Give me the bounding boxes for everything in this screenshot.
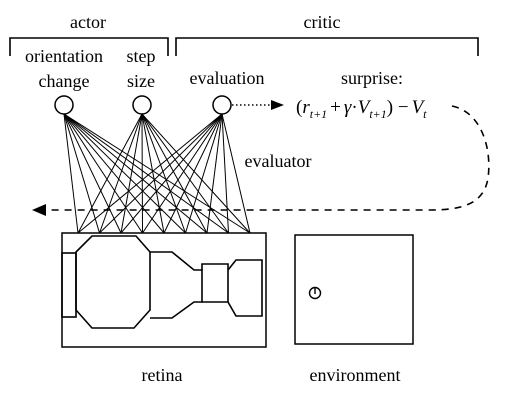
connection-line-evaluation-4	[163, 113, 223, 234]
connection-line-step-7	[141, 113, 229, 234]
connection-line-orientation-8	[63, 113, 251, 234]
surprise-formula: (rt+1+γ·Vt+1) −Vt	[296, 97, 427, 121]
retina-left-segment	[61, 252, 77, 318]
connection-line-evaluation-8	[221, 113, 251, 234]
actor-bracket	[9, 37, 169, 56]
critic-bracket	[175, 37, 479, 56]
connection-line-orientation-5	[63, 113, 186, 234]
connection-line-step-1	[99, 113, 143, 234]
connection-line-evaluation-2	[120, 113, 223, 234]
environment-box	[294, 234, 414, 345]
connection-line-orientation-3	[63, 113, 143, 234]
connection-line-orientation-7	[63, 113, 229, 234]
connection-line-evaluation-6	[206, 113, 223, 234]
connection-line-evaluation-7	[221, 113, 229, 234]
actor-group-label: actor	[70, 12, 106, 32]
retina-image	[61, 235, 263, 329]
connection-line-orientation-4	[63, 113, 165, 234]
retina-large-chamber	[75, 235, 151, 329]
feedback-arrowhead	[32, 204, 46, 216]
connection-line-orientation-0	[63, 113, 79, 234]
step-size-label-line2: size	[127, 71, 155, 91]
environment-label: environment	[310, 365, 401, 385]
connection-line-step-3	[141, 113, 143, 234]
connection-line-step-0	[77, 113, 143, 234]
orientation-label-line1: orientation	[25, 46, 103, 66]
connection-lines	[63, 113, 251, 234]
surprise-label: surprise:	[341, 68, 403, 88]
connection-line-step-2	[120, 113, 143, 234]
retina-right-chamber	[227, 259, 263, 317]
evaluation-label: evaluation	[190, 68, 265, 88]
critic-group-label: critic	[304, 12, 341, 32]
connection-line-evaluation-1	[99, 113, 223, 234]
connection-line-step-6	[141, 113, 208, 234]
connection-line-step-5	[141, 113, 186, 234]
connection-line-orientation-1	[63, 113, 100, 234]
connection-line-step-8	[141, 113, 251, 234]
connection-line-orientation-2	[63, 113, 122, 234]
retina-box	[61, 232, 267, 348]
feedback-dashed-arrow	[46, 105, 490, 211]
retina-label: retina	[142, 365, 183, 385]
connection-line-orientation-6	[63, 113, 208, 234]
connection-line-evaluation-3	[142, 113, 223, 234]
retina-small-chamber	[201, 263, 229, 303]
connection-line-evaluation-5	[185, 113, 223, 234]
connection-line-evaluation-0	[77, 113, 223, 234]
connection-line-step-4	[141, 113, 165, 234]
step-size-unit	[132, 95, 152, 115]
retina-middle-chamber	[150, 251, 203, 319]
step-size-label-line1: step	[127, 46, 156, 66]
evaluator-label: evaluator	[245, 151, 312, 171]
orientation-label-line2: change	[39, 71, 90, 91]
evaluation-arrowhead	[271, 100, 284, 110]
evaluation-unit	[212, 95, 232, 115]
orientation-change-unit	[54, 95, 74, 115]
